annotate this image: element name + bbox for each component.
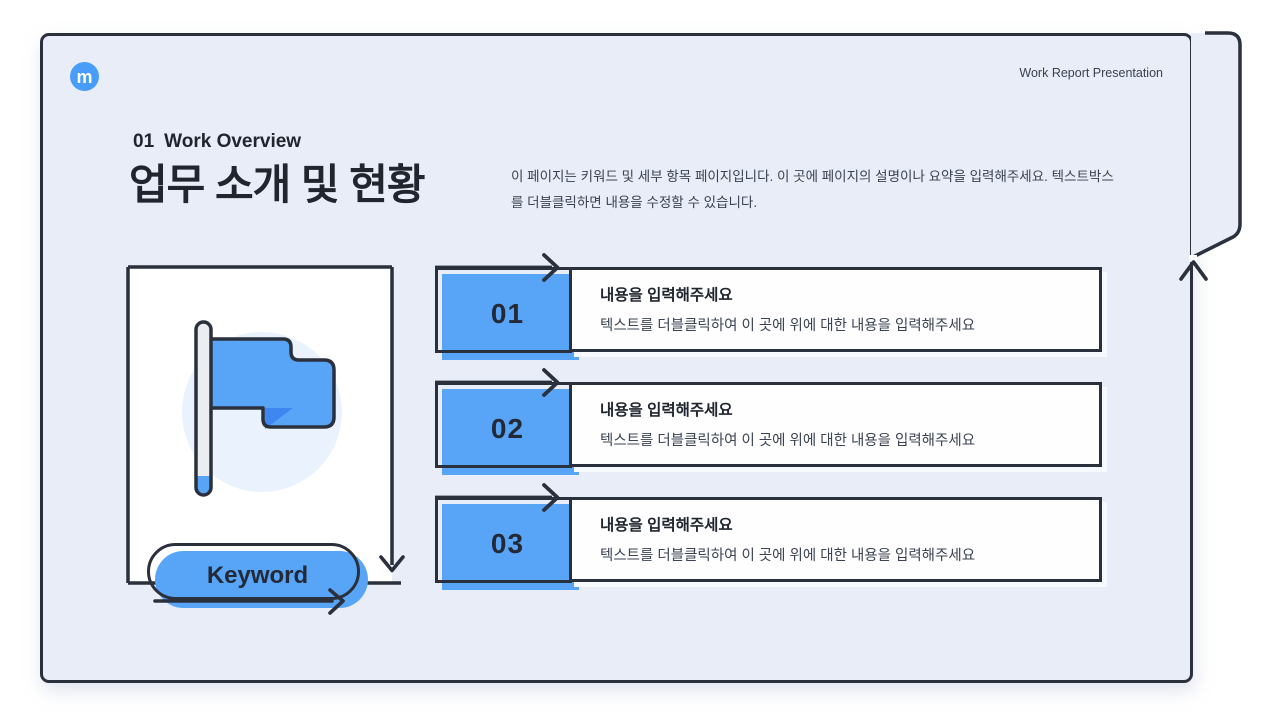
arrow-down-icon — [379, 555, 405, 573]
keyword-label: Keyword — [206, 561, 309, 589]
content-title: 내용을 입력해주세요 — [600, 517, 733, 534]
page-description[interactable]: 이 페이지는 키워드 및 세부 항목 페이지입니다. 이 곳에 페이지의 설명이… — [511, 169, 1114, 211]
arrow-right-icon — [435, 253, 560, 282]
page-title[interactable]: 업무 소개 및 현황 — [129, 161, 425, 208]
number-box-fill — [442, 274, 579, 360]
brand-logo: m — [70, 62, 99, 91]
arrow-up-icon — [1179, 260, 1208, 281]
flag-icon — [194, 320, 336, 497]
content-title: 내용을 입력해주세요 — [600, 402, 733, 419]
header-right-label[interactable]: Work Report Presentation — [1019, 66, 1163, 80]
content-box-1[interactable]: 내용을 입력해주세요 텍스트를 더블클릭하여 이 곳에 위에 대한 내용을 입력… — [569, 267, 1102, 352]
keyword-card — [126, 265, 405, 585]
number-box-fill — [442, 504, 579, 590]
item-number[interactable]: 01 — [490, 298, 525, 329]
content-body: 텍스트를 더블클릭하여 이 곳에 위에 대한 내용을 입력해주세요 — [600, 318, 976, 334]
brand-letter: m — [76, 66, 93, 87]
border-gap — [1189, 255, 1197, 262]
section-label: Work Overview — [164, 131, 302, 152]
keyword-pill-outline — [147, 543, 360, 600]
content-box-2[interactable]: 내용을 입력해주세요 텍스트를 더블클릭하여 이 곳에 위에 대한 내용을 입력… — [569, 382, 1102, 467]
arrow-right-icon — [435, 368, 560, 397]
page-fold-decoration — [1191, 31, 1242, 259]
arrow-right-icon — [153, 588, 345, 615]
content-box-3[interactable]: 내용을 입력해주세요 텍스트를 더블클릭하여 이 곳에 위에 대한 내용을 입력… — [569, 497, 1102, 582]
item-number[interactable]: 03 — [490, 528, 525, 559]
keyword-pill[interactable]: Keyword — [147, 543, 368, 615]
arrow-right-icon — [435, 483, 560, 512]
section-number: 01 — [133, 131, 155, 152]
number-box-fill — [442, 389, 579, 475]
section-heading[interactable]: 01 Work Overview — [133, 131, 301, 153]
content-body: 텍스트를 더블클릭하여 이 곳에 위에 대한 내용을 입력해주세요 — [600, 433, 976, 449]
content-body: 텍스트를 더블클릭하여 이 곳에 위에 대한 내용을 입력해주세요 — [600, 548, 976, 564]
item-number[interactable]: 02 — [490, 413, 525, 444]
content-title: 내용을 입력해주세요 — [600, 287, 733, 304]
